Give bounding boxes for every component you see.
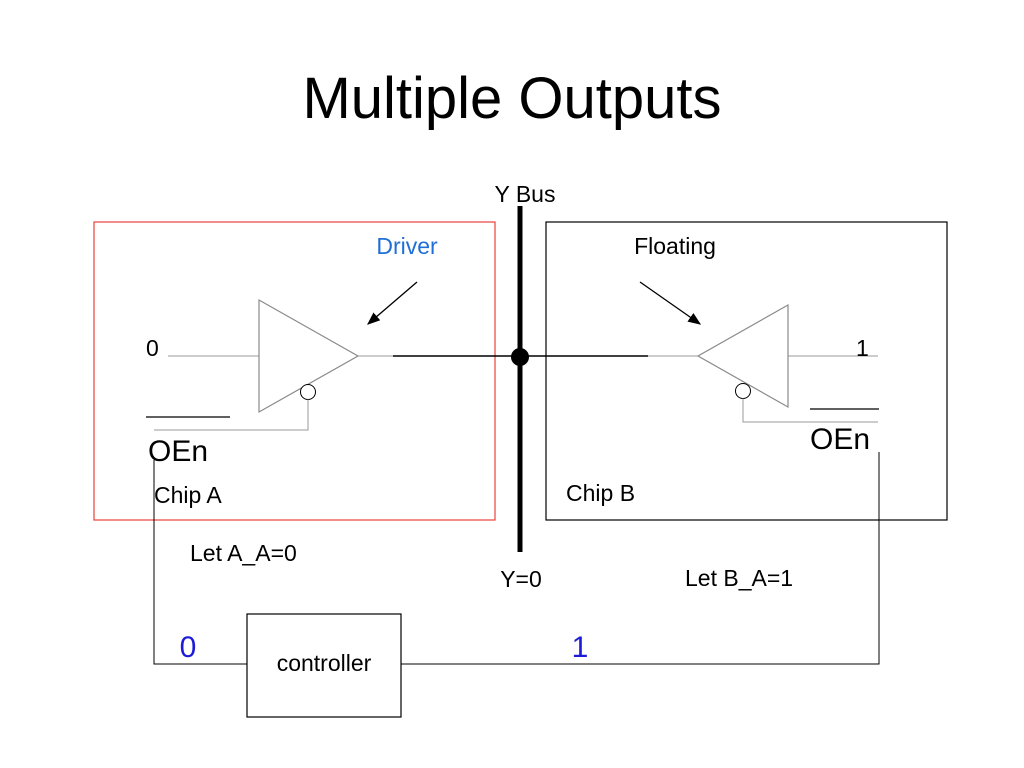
bus-value-label: Y=0 <box>500 566 542 592</box>
chip-a-enable-wire <box>154 399 309 431</box>
controller-to-chip-a-wire <box>153 460 247 665</box>
driver-label: Driver <box>376 233 438 259</box>
chip-a-control-value: 0 <box>180 631 197 664</box>
chip-a-box <box>93 221 496 521</box>
controller-label: controller <box>277 650 372 676</box>
chip-a-name: Chip A <box>154 482 222 508</box>
chip-b-enable-wire <box>742 398 878 423</box>
chip-b-let-text: Let B_A=1 <box>685 565 793 591</box>
chip-a-oen-label: OEn <box>148 435 208 468</box>
driver-arrow-icon <box>367 281 418 325</box>
chip-b-enable-bubble-icon <box>735 383 751 399</box>
chip-a-enable-bubble-icon <box>300 384 316 400</box>
floating-arrow-icon <box>639 281 702 325</box>
slide-title: Multiple Outputs <box>302 66 721 131</box>
controller-box <box>246 613 402 718</box>
chip-b-box <box>545 221 948 521</box>
chip-b-oen-label: OEn <box>810 423 870 456</box>
chip-a-input-value: 0 <box>146 335 159 361</box>
chip-a-tristate-buffer-icon <box>258 298 360 414</box>
chip-b-tristate-buffer-icon <box>696 303 789 409</box>
chip-b-name: Chip B <box>566 480 635 506</box>
chip-a-let-text: Let A_A=0 <box>190 540 297 566</box>
controller-to-chip-b-wire <box>401 452 880 665</box>
chip-b-input-value: 1 <box>856 335 869 361</box>
y-bus-label: Y Bus <box>495 181 556 207</box>
bus-junction-dot <box>511 348 529 366</box>
chip-b-control-value: 1 <box>572 631 589 664</box>
floating-label: Floating <box>634 233 716 259</box>
